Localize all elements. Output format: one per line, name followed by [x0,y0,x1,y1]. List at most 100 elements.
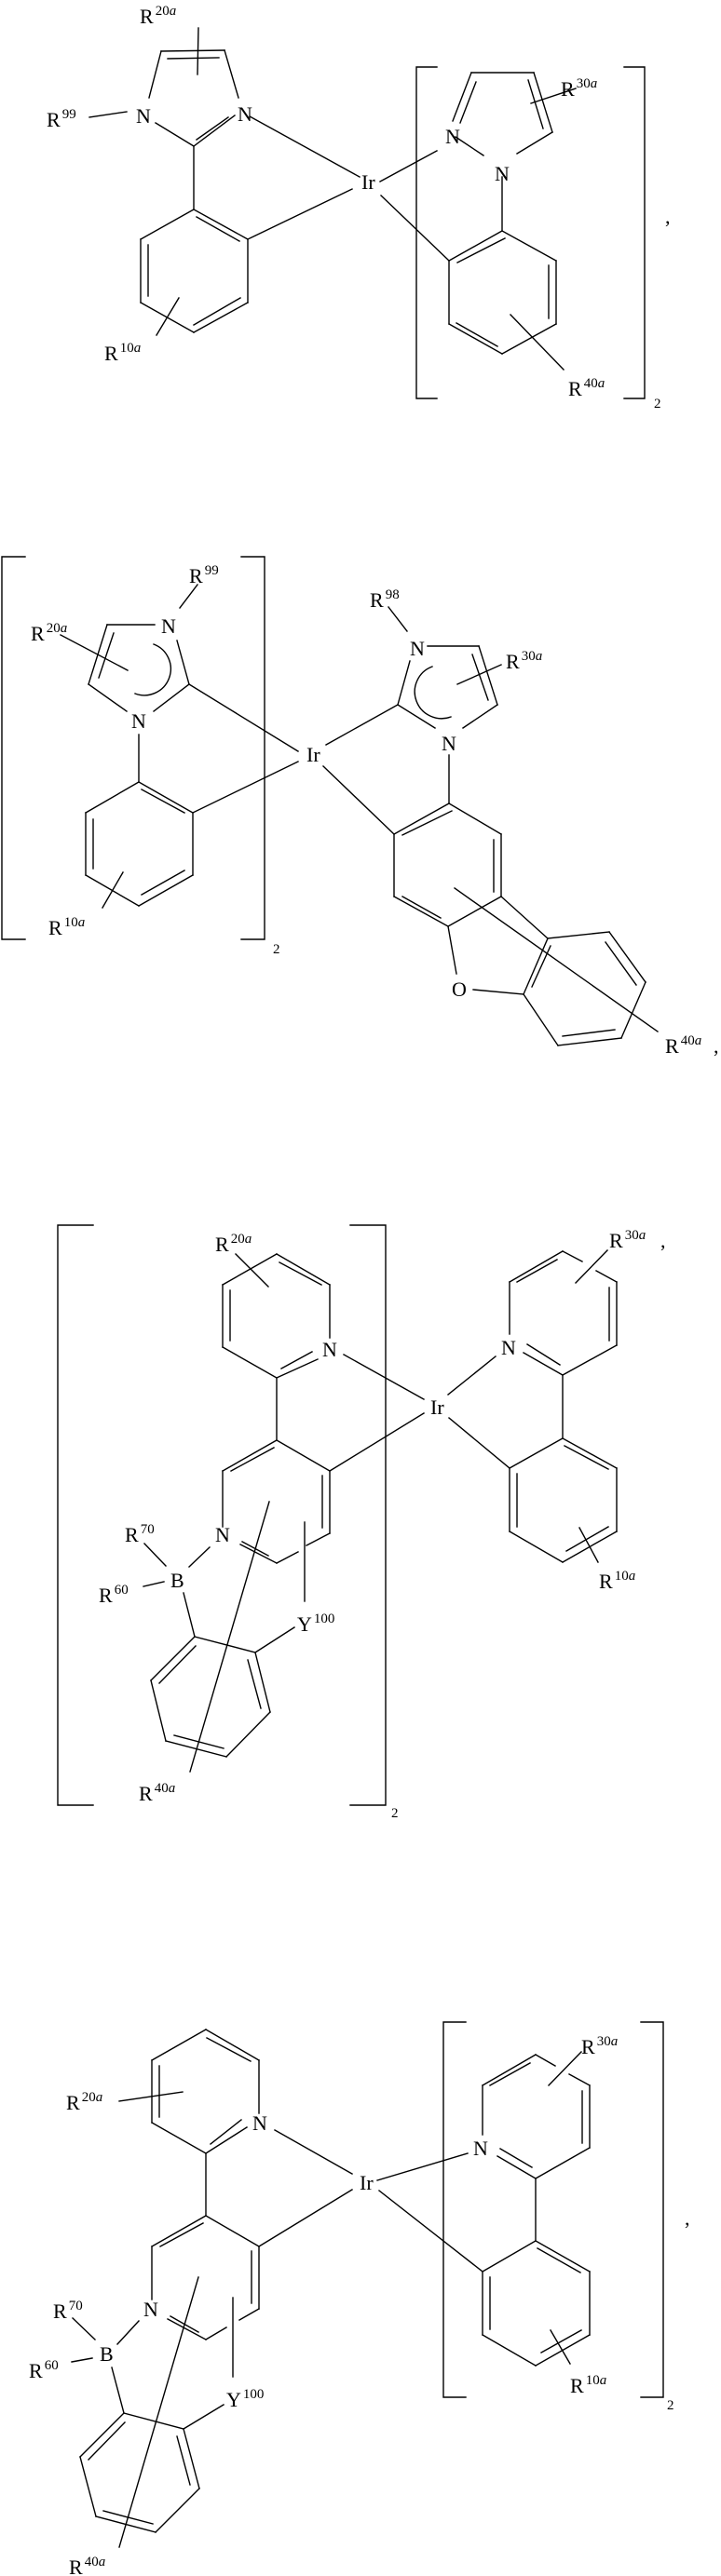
bond-line [143,1543,167,1567]
bond-line [501,323,557,355]
bond-line [565,1526,609,1552]
right-bracket [349,1224,387,1806]
bond-line [247,188,353,240]
bond-line [478,645,498,706]
bond-line [205,2326,227,2340]
bond-line [193,297,241,326]
bond-line [497,2155,537,2179]
bond-line [183,2404,224,2430]
n-atom-right: N [501,1336,516,1359]
bond-line [462,704,498,729]
bond-line [247,1659,262,1709]
bond-line [482,2054,537,2086]
bond-line [192,761,299,814]
n-atom-top: N [161,614,176,638]
n-atom-azaborine: N [143,2298,158,2321]
bond-line [459,81,477,124]
bond-line [153,683,190,712]
bond-line [138,781,194,814]
bond-line [276,1253,331,1286]
bond-line [193,302,249,333]
bond-line [455,136,484,156]
bracket-multiplier: 2 [391,1806,399,1821]
bond-line [210,2119,242,2145]
bond-line [448,230,503,262]
bond-line [329,1412,425,1472]
bond-line [194,1636,256,1653]
left-bracket [1,556,26,940]
bond-line [397,660,411,706]
bond-line [85,781,140,814]
bond-line [193,115,236,147]
n-atom-azaborine: N [215,1523,230,1546]
bond-line [150,1679,167,1742]
bond-line [254,1652,271,1713]
bond-line [79,2412,125,2458]
bond-line [605,941,637,986]
bond-line [562,1250,583,1262]
bond-line [550,2329,571,2365]
bond-line [222,1439,278,1472]
bond-line [151,2029,207,2061]
bond-line [151,2215,207,2247]
bond-line [222,1346,278,1379]
bond-line [531,945,551,988]
bond-line [118,2091,184,2102]
bracket-multiplier: 2 [273,942,280,957]
bond-line [176,2435,191,2486]
bond-line [189,1501,270,1773]
bond-line [452,72,472,122]
bond-line [378,2190,483,2273]
bond-line [454,887,659,1032]
aromatic-arc [414,666,452,720]
bond-line [118,2276,199,2548]
bond-line [397,704,436,729]
bond-line [523,993,559,1046]
bond-line [456,322,498,347]
bond-line [578,1527,599,1563]
bracket-multiplier: 2 [667,2398,674,2413]
bond-line [516,131,553,155]
bond-line [72,2317,96,2340]
iridium-atom-label: Ir [361,170,375,194]
bond-line [167,2318,207,2340]
iridium-atom-label: Ir [360,2171,374,2194]
b-atom: B [170,1569,184,1592]
bond-line [156,297,180,336]
bond-line [148,50,162,99]
bond-line [535,2240,591,2273]
bond-line [249,115,360,178]
n-atom-bottom: N [131,709,146,733]
bond-line [274,2129,353,2175]
right-bracket [640,2021,664,2398]
bond-line [482,2334,537,2367]
bond-line [557,1037,622,1046]
bracket-multiplier: 2 [654,397,661,411]
b-atom: B [100,2342,114,2366]
n-atom-pz2: N [495,162,510,185]
bond-line [158,1645,197,1684]
bond-line [196,116,229,141]
bond-line [379,150,438,182]
bond-line [141,789,185,814]
bond-line [472,989,524,995]
bond-line [205,2126,248,2154]
bond-line [160,49,225,52]
